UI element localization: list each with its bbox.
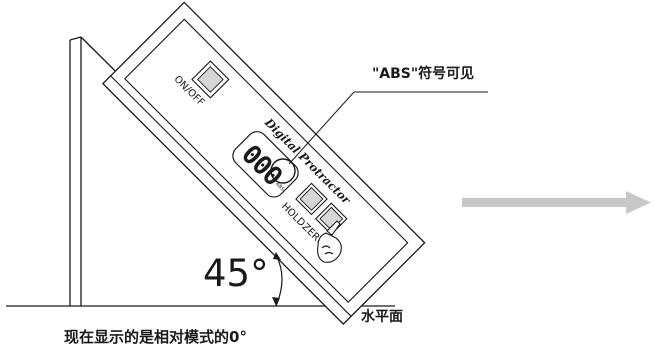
pointing-hand-icon: [317, 220, 342, 263]
angle-label: 45°: [203, 252, 269, 295]
hold-button[interactable]: [295, 182, 328, 216]
device-face-panel: [124, 18, 409, 303]
horizontal-plane-label: 水平面: [361, 308, 403, 325]
angle-arc-arrowhead-top: [273, 252, 281, 260]
zero-button[interactable]: [314, 202, 348, 236]
abs-callout-leader: [288, 91, 355, 165]
next-step-arrow: [462, 191, 651, 214]
onoff-button[interactable]: [191, 60, 230, 99]
abs-indicator: ABS: [274, 181, 285, 192]
caption: 现在显示的是相对模式的0°: [64, 328, 247, 346]
abs-callout-text: "ABS"符号可见: [372, 65, 474, 82]
abs-highlight-circle: [270, 158, 296, 184]
angle-arc-arrowhead-bottom: [272, 297, 280, 306]
